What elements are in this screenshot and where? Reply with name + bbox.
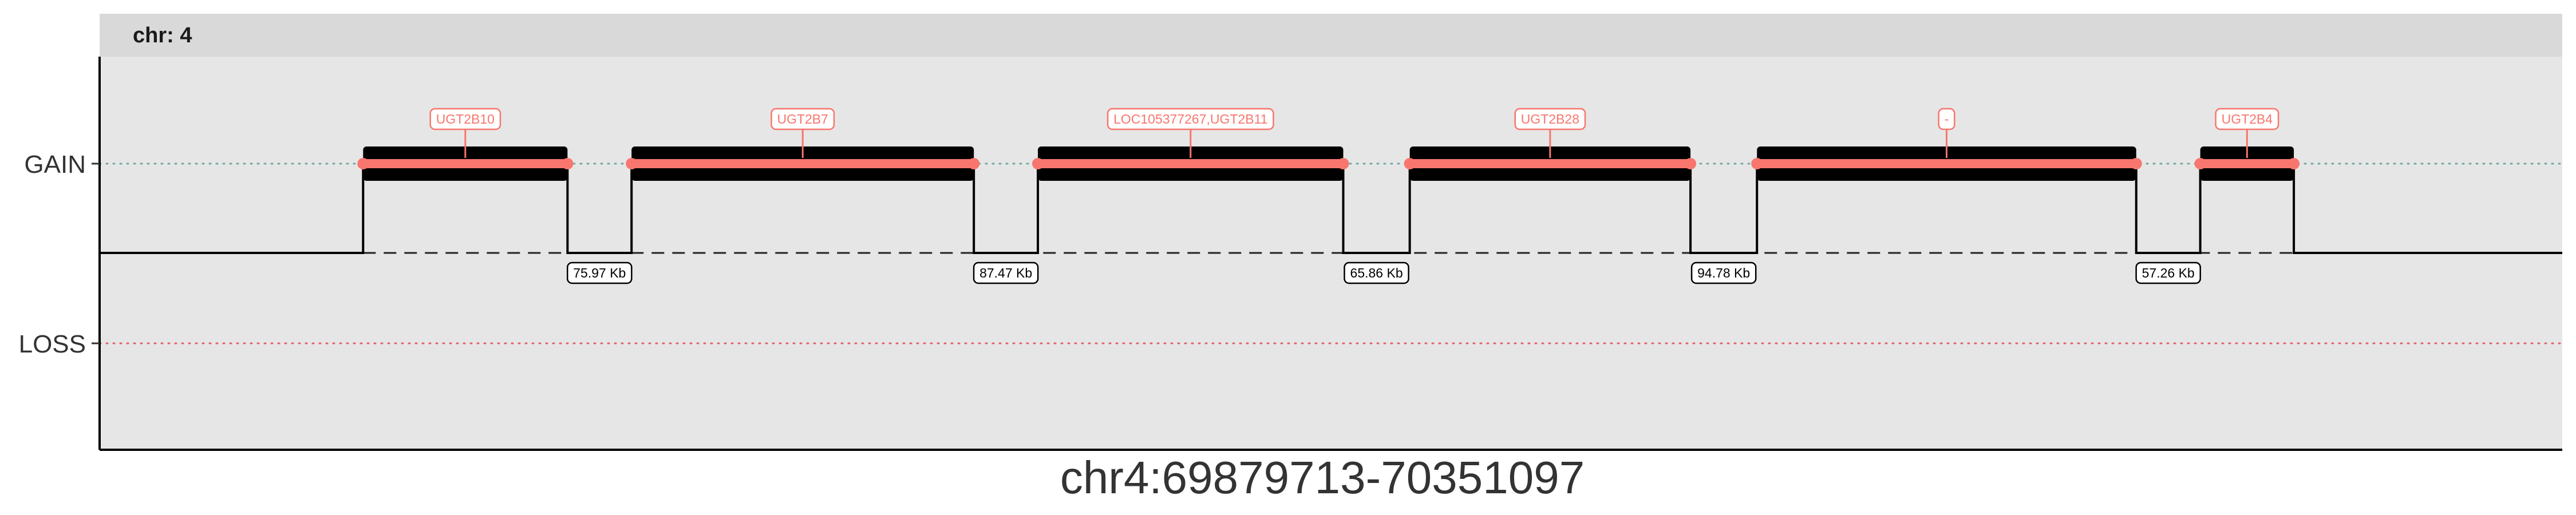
y-tick-label-loss: LOSS <box>19 330 86 358</box>
gene-label-box <box>1514 108 1586 130</box>
segment-end-point <box>562 158 574 169</box>
segment-start-point <box>1751 158 1763 169</box>
segment-end-point <box>1685 158 1697 169</box>
segment-2 <box>626 146 980 181</box>
gene-label-text: UGT2B10 <box>436 112 495 126</box>
gap-label-5: 57.26 Kb <box>2135 262 2201 284</box>
y-tick-gain: GAIN <box>24 150 100 179</box>
segment-end-point <box>2130 158 2142 169</box>
segment-end-point <box>1337 158 1349 169</box>
gene-label-text: UGT2B4 <box>2222 112 2273 126</box>
gene-label-box <box>2215 108 2279 130</box>
gene-label-text: LOC105377267,UGT2B11 <box>1113 112 1267 126</box>
gene-label-box <box>771 108 835 130</box>
segment-4 <box>1404 146 1697 181</box>
segment-end-point <box>2288 158 2300 169</box>
step-outline <box>100 163 2562 254</box>
facet-label: chr: 4 <box>133 23 192 47</box>
gap-label-box <box>2135 262 2201 284</box>
segment-5 <box>1751 146 2142 181</box>
segment-start-point <box>626 158 638 169</box>
gap-label-box <box>1344 262 1409 284</box>
labels-layer: UGT2B10 UGT2B7 LOC105377267,UGT2B11 UGT2B28… <box>429 108 2279 284</box>
segments-layer <box>357 146 2300 181</box>
gene-label-box <box>1938 108 1955 130</box>
gap-label-2: 87.47 Kb <box>973 262 1039 284</box>
gene-label-text: UGT2B7 <box>777 112 828 126</box>
gene-label-text: UGT2B28 <box>1521 112 1579 126</box>
x-axis-label: chr4:69879713-70351097 <box>1060 452 1585 503</box>
gap-label-3: 65.86 Kb <box>1344 262 1409 284</box>
gap-label-text: 75.97 Kb <box>573 266 626 280</box>
gene-label-6: UGT2B4 <box>2215 108 2279 158</box>
gap-label-box <box>1690 262 1757 284</box>
segment-3 <box>1032 146 1349 181</box>
segment-start-point <box>2194 158 2206 169</box>
gap-label-box <box>973 262 1039 284</box>
gap-label-text: 57.26 Kb <box>2142 266 2195 280</box>
segment-6 <box>2194 146 2300 181</box>
gap-label-box <box>567 262 633 284</box>
gene-label-3: LOC105377267,UGT2B11 <box>1107 108 1274 158</box>
y-tick-loss: LOSS <box>19 330 100 358</box>
gene-label-text: - <box>1945 112 1949 126</box>
y-tick-label-gain: GAIN <box>24 150 86 179</box>
gene-label-box <box>1107 108 1274 130</box>
segment-start-point <box>357 158 369 169</box>
gene-label-1: UGT2B10 <box>429 108 501 158</box>
segment-end-point <box>968 158 980 169</box>
gap-label-text: 65.86 Kb <box>1350 266 1403 280</box>
segment-1 <box>357 146 574 181</box>
gap-label-1: 75.97 Kb <box>567 262 633 284</box>
segment-start-point <box>1404 158 1416 169</box>
facet-strip <box>100 14 2562 57</box>
gene-label-box <box>429 108 501 130</box>
gene-label-5: - <box>1938 108 1955 158</box>
gap-label-text: 94.78 Kb <box>1697 266 1750 280</box>
segment-start-point <box>1032 158 1044 169</box>
gene-label-4: UGT2B28 <box>1514 108 1586 158</box>
gap-label-text: 87.47 Kb <box>979 266 1032 280</box>
gene-label-2: UGT2B7 <box>771 108 835 158</box>
gap-label-4: 94.78 Kb <box>1690 262 1757 284</box>
